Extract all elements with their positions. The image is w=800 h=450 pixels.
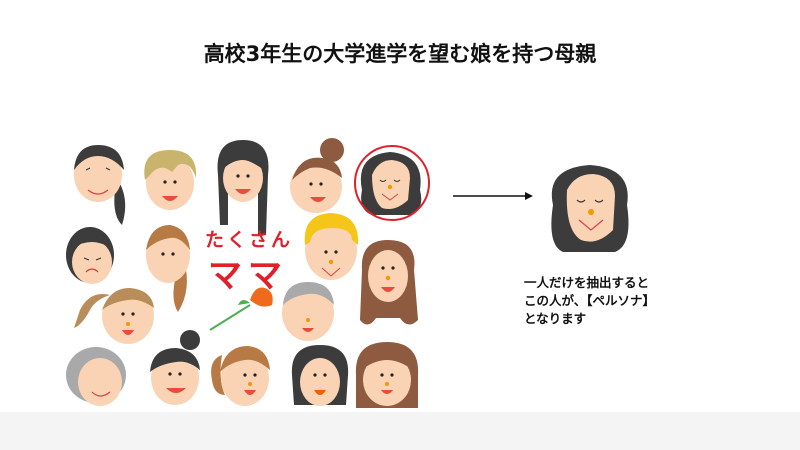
mother-face-3 xyxy=(217,140,269,235)
mothers-illustration xyxy=(66,138,430,408)
mother-face-8 xyxy=(304,213,359,280)
description-line-1: 一人だけを抽出すると xyxy=(524,275,650,290)
highlight-circle xyxy=(354,145,430,221)
mother-face-13 xyxy=(150,330,200,405)
mother-face-16 xyxy=(355,342,419,408)
mother-face-9 xyxy=(360,240,418,325)
mother-face-11 xyxy=(282,282,334,341)
footer-band xyxy=(0,412,800,450)
description-line-2: この人が、【ペルソナ】 xyxy=(524,293,656,308)
mama-label: ママ xyxy=(208,256,288,296)
mother-face-1 xyxy=(74,145,126,225)
mother-face-2 xyxy=(144,150,197,210)
takusan-label: たくさん xyxy=(205,229,294,251)
mother-face-6 xyxy=(66,227,114,284)
description-line-3: となります xyxy=(524,311,587,326)
persona-description: 一人だけを抽出すると この人が、【ペルソナ】 となります xyxy=(524,274,655,328)
mother-face-4 xyxy=(290,138,344,213)
mother-face-14 xyxy=(211,346,270,406)
right-arrow-icon xyxy=(453,192,533,200)
persona-face xyxy=(551,165,629,252)
mother-face-highlighted xyxy=(354,145,430,221)
mother-face-12 xyxy=(66,347,126,406)
mother-face-15 xyxy=(291,345,349,406)
carnation-icon xyxy=(209,287,273,331)
mother-face-7 xyxy=(146,225,190,312)
mother-face-10 xyxy=(74,288,154,344)
slide-title: 高校3年生の大学進学を望む娘を持つ母親 xyxy=(203,42,597,66)
slide: 高校3年生の大学進学を望む娘を持つ母親 xyxy=(66,42,656,408)
